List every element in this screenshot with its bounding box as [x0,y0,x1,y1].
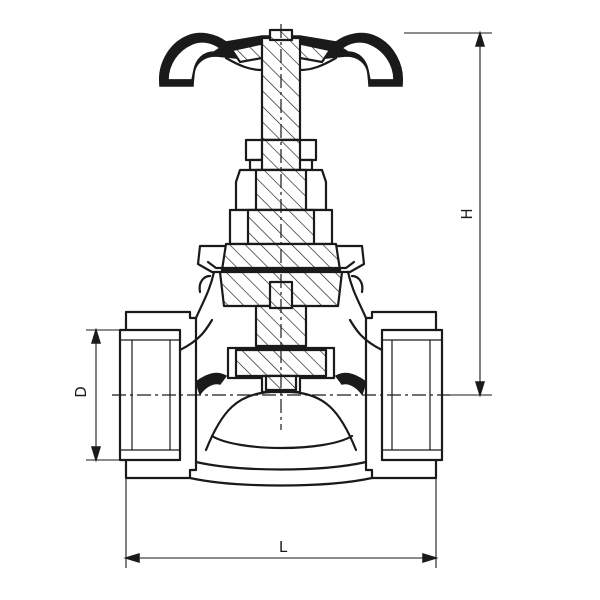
dimension-diameter: D [72,327,126,463]
length-label: L [279,538,288,556]
diameter-label: D [72,386,90,398]
dimension-height: H [404,30,492,398]
height-label: H [458,208,476,219]
dimension-length: L [123,478,439,568]
centerlines [112,24,450,430]
